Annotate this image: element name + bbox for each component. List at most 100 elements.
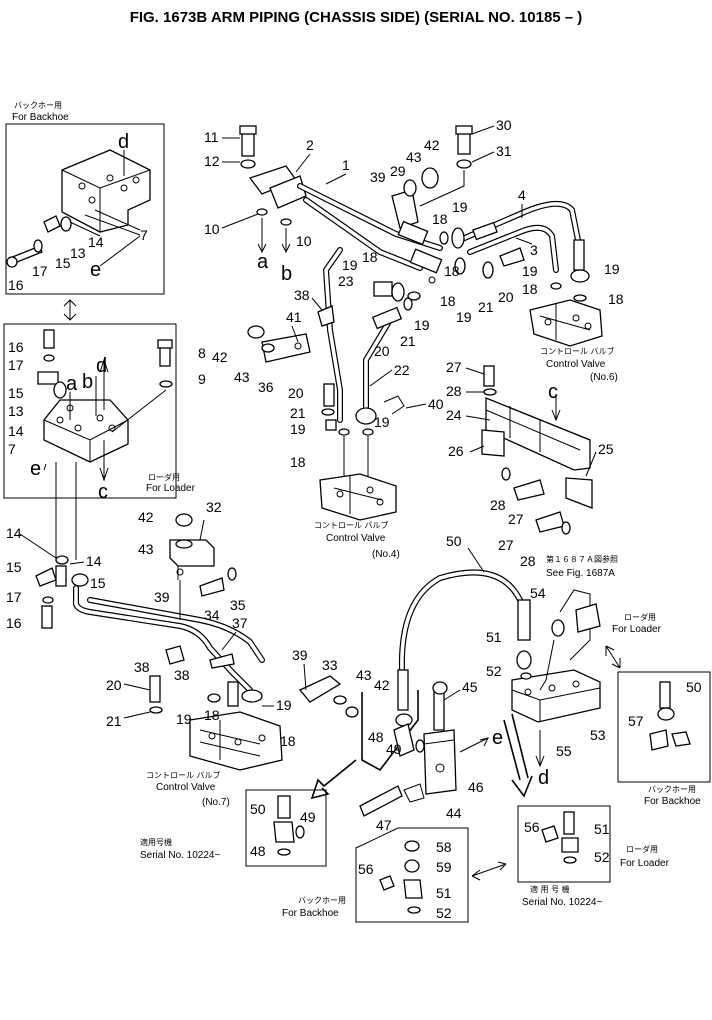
inset-en-label: Serial No. 10224~ <box>522 897 602 908</box>
callout: c <box>548 381 558 403</box>
control-valve-no7-area: 38 38 20 21 19 19 18 18 コントロール バルブ Contr… <box>106 645 296 808</box>
callout: 19 <box>452 199 468 215</box>
callout: 42 <box>424 137 440 153</box>
callout: 18 <box>440 293 456 309</box>
callout: 21 <box>400 333 416 349</box>
callout: 21 <box>478 299 494 315</box>
cv-en: Control Valve <box>546 359 606 370</box>
callout: c <box>98 481 108 503</box>
callout: 10 <box>296 233 312 249</box>
inset-en-label: For Loader <box>620 858 670 869</box>
cv-en: Control Valve <box>156 782 216 793</box>
callout: 56 <box>524 819 540 835</box>
callout: 7 <box>140 227 148 243</box>
callout: 20 <box>106 677 122 693</box>
callout: 19 <box>456 309 472 325</box>
callout: d <box>96 355 107 377</box>
pipe-4: 4 3 <box>457 187 583 273</box>
callout: 56 <box>358 861 374 877</box>
callout: 18 <box>362 249 378 265</box>
inset-frame <box>617 671 711 783</box>
callout: 23 <box>338 273 354 289</box>
swap-arrow <box>63 299 77 321</box>
callout: 22 <box>394 362 410 378</box>
callout: 19 <box>342 257 358 273</box>
fittings-lower-left: 14 14 15 15 17 16 <box>6 525 106 631</box>
callout: b <box>82 371 93 393</box>
top-center-parts: 11 12 10 10 2 1 a b <box>204 125 350 285</box>
cv-jp: コントロール バルブ <box>314 520 389 530</box>
inset-frame <box>3 323 177 499</box>
bracket-32: 42 43 32 39 34 35 <box>138 499 246 623</box>
control-valve-no4-area: 22 20 21 19 18 19 40 コントロール バルブ Control … <box>288 362 444 560</box>
callout: 16 <box>8 339 24 355</box>
control-valve-no6-area: 19 19 18 18 コントロール バルブ Control Valve (No… <box>522 239 624 383</box>
inset-jp-label: ローダ用 <box>148 472 180 482</box>
callout: e <box>492 727 503 749</box>
callout: 45 <box>462 679 478 695</box>
hose-50-block-53: 50 54 51 52 53 55 d ローダ用 For Loader <box>398 533 662 798</box>
center-fittings: 18 19 18 19 21 20 19 18 23 18 19 20 21 3… <box>294 199 525 359</box>
inset-jp-label: ローダ用 <box>624 612 656 622</box>
callout: 52 <box>594 849 610 865</box>
swap-arrow <box>605 645 621 669</box>
callout: 49 <box>386 741 402 757</box>
inset-en-label: For Backhoe <box>282 908 339 919</box>
callout: a <box>257 251 269 273</box>
callout: 28 <box>490 497 506 513</box>
callout: 31 <box>496 143 512 159</box>
callout: 27 <box>446 359 462 375</box>
callout: 7 <box>8 441 16 457</box>
callout: 20 <box>288 385 304 401</box>
callout: 30 <box>496 117 512 133</box>
callout: 19 <box>414 317 430 333</box>
callout: 46 <box>468 779 484 795</box>
cv-no: (No.6) <box>590 372 618 383</box>
cv-no: (No.4) <box>372 549 400 560</box>
callout: 40 <box>428 396 444 412</box>
inset-en-label: For Loader <box>146 483 196 494</box>
inset-backhoe-bottom: 58 59 51 52 56 バックホー用 For Backhoe <box>282 827 469 923</box>
callout: 18 <box>280 733 296 749</box>
callout: 9 <box>198 371 206 387</box>
callout: 13 <box>8 403 24 419</box>
main-pipes <box>297 183 443 423</box>
pipe-37: 37 <box>73 585 265 693</box>
callout: 44 <box>446 805 462 821</box>
inset-jp-label: ローダ用 <box>626 844 658 854</box>
callout: e <box>30 458 41 480</box>
callout: b <box>281 263 292 285</box>
callout: 26 <box>448 443 464 459</box>
callout: 1 <box>342 157 350 173</box>
valve-block <box>61 149 151 233</box>
callout: 28 <box>520 553 536 569</box>
callout: 2 <box>306 137 314 153</box>
inset-en-label: For Backhoe <box>12 112 69 123</box>
inset-en-label: For Loader <box>612 624 662 635</box>
callout: 20 <box>374 343 390 359</box>
callout: 42 <box>138 509 154 525</box>
callout: 21 <box>290 405 306 421</box>
inset-loader-left: 16 17 15 13 14 7 a b d e c ローダ用 For Load… <box>3 323 196 503</box>
callout: 43 <box>406 149 422 165</box>
see-fig-en: See Fig. 1687A <box>546 568 615 579</box>
inset-jp-label: 適用号機 <box>140 837 172 847</box>
inset-en-label: Serial No. 10224~ <box>140 850 220 861</box>
callout: 16 <box>8 277 24 293</box>
callout: 21 <box>106 713 122 729</box>
callout: 48 <box>250 843 266 859</box>
callout: 17 <box>6 589 22 605</box>
callout: 54 <box>530 585 546 601</box>
callout: 51 <box>436 885 452 901</box>
inset-frame <box>245 789 327 867</box>
callout: 51 <box>594 821 610 837</box>
inset-jp-label: バックホー用 <box>298 896 346 905</box>
callout: 19 <box>522 263 538 279</box>
callout: 14 <box>6 525 22 541</box>
callout: 4 <box>518 187 526 203</box>
callout: 38 <box>134 659 150 675</box>
callout: 19 <box>276 697 292 713</box>
callout: 43 <box>356 667 372 683</box>
callout: 39 <box>292 647 308 663</box>
